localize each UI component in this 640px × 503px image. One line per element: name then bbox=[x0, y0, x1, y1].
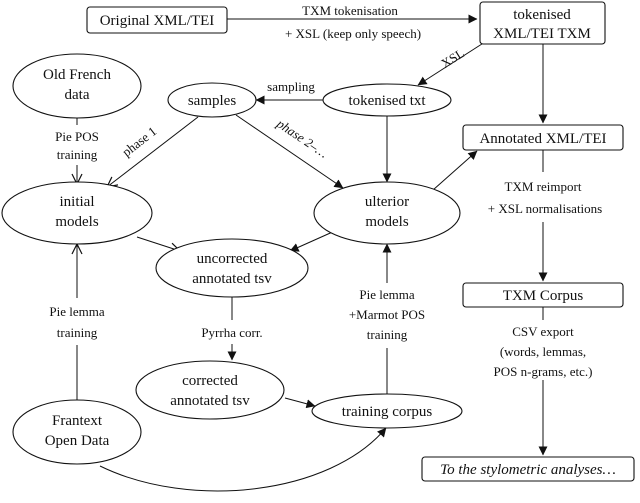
label-pie-lemma-training-line1: Pie lemma bbox=[49, 304, 104, 319]
edge-labels: TXM tokenisation + XSL (keep only speech… bbox=[38, 3, 608, 380]
label-phase2: phase 2–… bbox=[273, 115, 330, 161]
label-sampling: sampling bbox=[267, 79, 315, 94]
nodes: Original XML/TEI tokenised XML/TEI TXM O… bbox=[1, 1, 635, 482]
label-pie-marmot-line2: +Marmot POS bbox=[349, 307, 425, 322]
node-label-line1: uncorrected bbox=[197, 251, 268, 267]
label-pie-marmot-line3: training bbox=[367, 327, 408, 342]
node-label-line2: models bbox=[365, 214, 408, 230]
edge-ulterior-to-annotated bbox=[432, 150, 478, 191]
node-uncorrected-tsv: uncorrected annotated tsv bbox=[155, 238, 309, 298]
node-label-line2: models bbox=[55, 214, 98, 230]
node-label: Original XML/TEI bbox=[100, 13, 215, 29]
node-label: samples bbox=[188, 93, 236, 109]
edge-samples-to-ulterior bbox=[235, 114, 344, 189]
label-pie-pos-training-line2: training bbox=[57, 147, 98, 162]
edge-corrected-to-training bbox=[284, 397, 316, 409]
label-txm-tokenisation-line1: TXM tokenisation bbox=[302, 3, 398, 18]
node-txm-corpus: TXM Corpus bbox=[462, 282, 624, 308]
label-csv-export-line2: (words, lemmas, bbox=[500, 344, 586, 359]
node-label: tokenised txt bbox=[348, 93, 426, 109]
label-pie-marmot-line1: Pie lemma bbox=[359, 287, 414, 302]
node-old-french: Old French data bbox=[12, 53, 142, 119]
node-label-line1: tokenised bbox=[513, 7, 571, 23]
edge-samples-to-initial bbox=[107, 116, 199, 187]
label-txm-reimport-line1: TXM reimport bbox=[505, 179, 582, 194]
label-phase1: phase 1 bbox=[119, 123, 159, 159]
node-tokenised-txt: tokenised txt bbox=[322, 83, 452, 117]
label-csv-export-line1: CSV export bbox=[512, 324, 574, 339]
node-training-corpus: training corpus bbox=[311, 393, 463, 429]
node-label-line2: XML/TEI TXM bbox=[493, 26, 591, 42]
label-pie-lemma-training-line2: training bbox=[57, 325, 98, 340]
node-label: Annotated XML/TEI bbox=[479, 131, 606, 147]
node-label: To the stylometric analyses… bbox=[440, 462, 616, 478]
node-tokenised-xml: tokenised XML/TEI TXM bbox=[479, 1, 606, 45]
node-label-line2: Open Data bbox=[45, 433, 110, 449]
node-corrected-tsv: corrected annotated tsv bbox=[135, 360, 285, 420]
label-txm-reimport-line2: + XSL normalisations bbox=[488, 201, 602, 216]
node-label-line1: initial bbox=[60, 194, 95, 210]
node-stylometric: To the stylometric analyses… bbox=[421, 456, 635, 482]
node-label-line2: annotated tsv bbox=[170, 393, 250, 409]
edges bbox=[77, 14, 548, 492]
edge-initial-to-uncorrected bbox=[136, 236, 180, 251]
node-label-line1: ulterior bbox=[365, 194, 409, 210]
node-label-line2: data bbox=[65, 87, 90, 103]
edge-frantext-to-training bbox=[99, 427, 387, 492]
node-label-line2: annotated tsv bbox=[192, 271, 272, 287]
node-label-line1: Old French bbox=[43, 67, 111, 83]
node-label-line1: corrected bbox=[182, 373, 238, 389]
node-annotated-xml: Annotated XML/TEI bbox=[462, 124, 624, 151]
label-pie-pos-training-line1: Pie POS bbox=[55, 129, 99, 144]
edge-tokenised-xml-to-tokenised-txt bbox=[417, 41, 486, 86]
node-ulterior-models: ulterior models bbox=[313, 181, 461, 245]
node-label-line1: Frantext bbox=[52, 413, 103, 429]
node-label: training corpus bbox=[342, 404, 433, 420]
node-label: TXM Corpus bbox=[503, 288, 584, 304]
label-txm-tokenisation-line2: + XSL (keep only speech) bbox=[285, 26, 421, 41]
node-samples: samples bbox=[167, 82, 257, 118]
node-frantext: Frantext Open Data bbox=[12, 399, 142, 465]
label-xsl: XSL bbox=[438, 45, 467, 71]
node-original-xml: Original XML/TEI bbox=[86, 6, 228, 34]
edge-ulterior-to-uncorrected bbox=[289, 229, 338, 252]
node-initial-models: initial models bbox=[1, 181, 153, 245]
label-csv-export-line3: POS n-grams, etc.) bbox=[494, 364, 593, 379]
label-pyrrha: Pyrrha corr. bbox=[201, 325, 262, 340]
